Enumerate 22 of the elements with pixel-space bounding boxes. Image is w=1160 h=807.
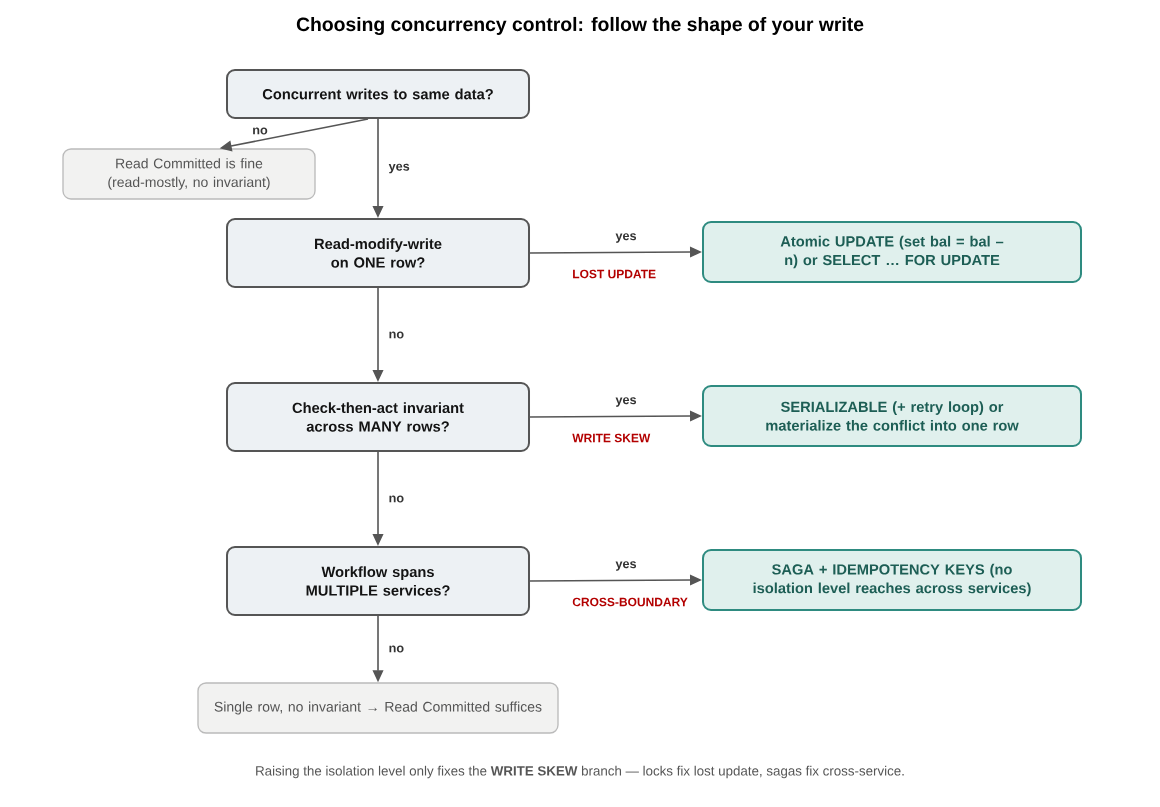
edge-label: no <box>387 330 406 340</box>
question-box: Workflow spans MULTIPLE services? <box>226 546 530 616</box>
outcome-box: Read Committed is fine (read-mostly, no invariant) <box>62 148 316 200</box>
caption: Raising the isolation level only fixes the WRITE SKEW branch — locks fix lost update, sagas fix cross-service. <box>256 765 904 779</box>
problem-label: WRITE SKEW <box>572 433 651 443</box>
outcome-box: Single row, no invariant → Read Committed suffices <box>197 682 559 734</box>
solution-box: SERIALIZABLE (+ retry loop) or materialize the conflict into one row <box>702 385 1082 447</box>
title: Choosing concurrency control: follow the shape of your write <box>296 16 864 36</box>
problem-label: LOST UPDATE <box>573 269 656 279</box>
problem-label: CROSS-BOUNDARY <box>572 597 688 607</box>
edge-label: yes <box>614 559 638 573</box>
question-box: Concurrent writes to same data? <box>226 69 530 119</box>
edge-label: yes <box>614 395 638 409</box>
solution-box: SAGA + IDEMPOTENCY KEYS (no isolation level reaches across services) <box>702 549 1082 611</box>
edge-label: yes <box>614 231 638 245</box>
solution-box: Atomic UPDATE (set bal = bal – n) or SELECT … FOR UPDATE <box>702 221 1082 283</box>
question-box: Check-then-act invariant across MANY rows? <box>226 382 530 452</box>
edge-label: no <box>250 126 270 136</box>
edge-label: yes <box>387 162 412 175</box>
edge-label: no <box>387 644 406 654</box>
question-box: Read-modify-write on ONE row? <box>226 218 530 288</box>
edge-label: no <box>387 494 406 504</box>
